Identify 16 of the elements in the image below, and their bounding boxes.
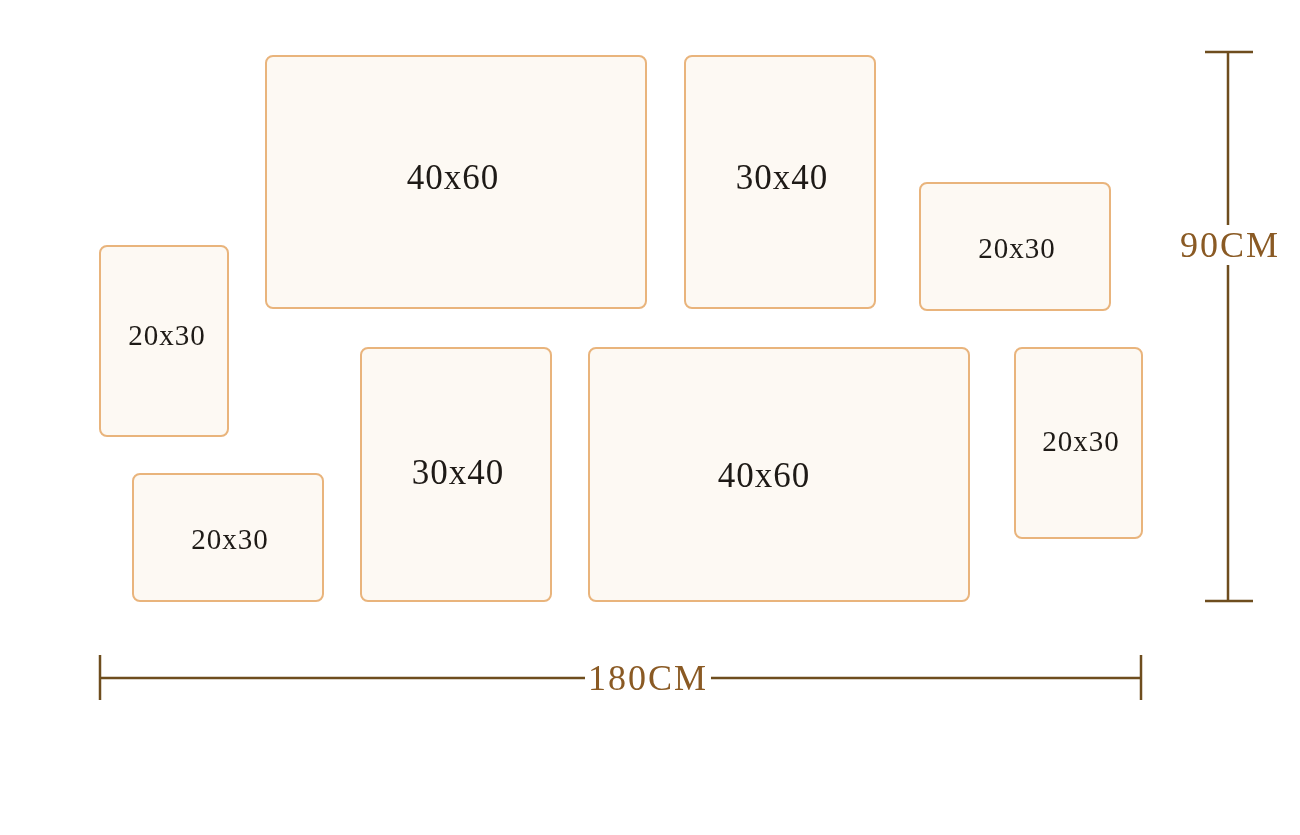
picture-frame: [919, 182, 1111, 311]
picture-frame: [360, 347, 552, 602]
picture-frame: [132, 473, 324, 602]
frame-size-label: 40x60: [717, 457, 811, 493]
picture-frame: [684, 55, 876, 309]
picture-frame: [265, 55, 647, 309]
frame-size-label: 20x30: [191, 524, 269, 554]
frame-size-label: 20x30: [978, 233, 1056, 263]
frame-size-label: 40x60: [406, 159, 500, 195]
frame-size-label: 30x40: [411, 454, 505, 490]
frame-size-label: 20x30: [1042, 426, 1120, 456]
picture-frame: [1014, 347, 1143, 539]
frame-size-label: 20x30: [128, 320, 206, 350]
frame-size-label: 30x40: [735, 159, 829, 195]
picture-frame: [588, 347, 970, 602]
picture-frame: [99, 245, 229, 437]
